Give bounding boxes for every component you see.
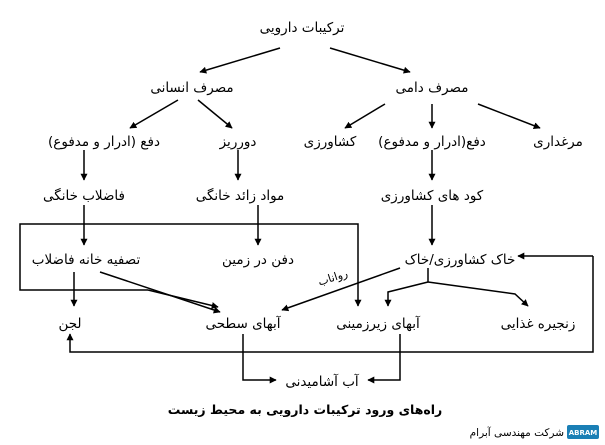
node-agri-soil: خاک کشاورزی/خاک <box>405 252 516 268</box>
edge-soil-runoff-to-surface <box>281 267 401 312</box>
node-human-excretion: دفع (ادرار و مدفوع) <box>48 134 160 150</box>
edge-soil-to-groundwater <box>384 281 429 307</box>
edge-label-runoff: رواناب <box>316 267 349 289</box>
edge-sewage-bracket <box>19 223 150 291</box>
node-animal-use: مصرف دامی <box>396 80 469 96</box>
abram-logo-icon: ABRAM <box>567 425 599 439</box>
node-land-burial: دفن در زمین <box>222 252 294 268</box>
node-household-waste: مواد زائد خانگی <box>196 187 285 204</box>
figure-caption: راه‌های ورود ترکیبات دارویی به محیط زیست <box>168 402 443 417</box>
edge-bracket-to-groundwater <box>150 223 362 307</box>
node-groundwater: آبهای زیرزمینی <box>336 315 421 332</box>
edge-human-to-excretion <box>129 99 179 129</box>
node-poultry: مرغداری <box>533 134 583 150</box>
node-agriculture: کشاورزی <box>304 134 357 150</box>
edge-loop-to-sludge <box>66 256 594 353</box>
diagram-nodes: ترکیبات دارویی مصرف انسانی مصرف دامی دفع… <box>32 20 583 390</box>
node-food-chain: زنجیره غذایی <box>501 316 576 332</box>
node-root: ترکیبات دارویی <box>260 20 345 36</box>
node-wastewater-plant: تصفیه خانه فاضلاب <box>32 252 141 268</box>
edge-animal-to-poultry <box>477 103 541 129</box>
edge-root-to-animal-use <box>329 47 411 74</box>
node-animal-excretion: دفع(ادرار و مدفوع) <box>378 134 486 150</box>
edge-animal-to-agriculture <box>344 103 386 129</box>
edge-root-to-human-use <box>199 47 281 74</box>
node-sludge: لجن <box>58 316 81 332</box>
edge-surface-to-drinking <box>242 334 277 384</box>
edge-human-to-discard <box>197 99 233 129</box>
node-household-sewage: فاضلاب خانگی <box>43 187 125 204</box>
edge-groundwater-to-drinking <box>367 334 401 384</box>
node-human-use: مصرف انسانی <box>150 80 233 96</box>
node-discard: دورریز <box>219 134 257 150</box>
logo-text: ABRAM <box>569 429 598 437</box>
edge-bracket-to-surface <box>147 289 219 309</box>
edge-plant-to-surface <box>99 271 221 314</box>
diagram-edges <box>19 47 594 384</box>
watermark: شرکت مهندسی آبرام ABRAM <box>470 425 599 439</box>
node-agri-manure: کود های کشاورزی <box>381 188 484 204</box>
node-surface-water: آبهای سطحی <box>205 315 281 332</box>
node-drinking-water: آب آشامیدنی <box>285 373 360 390</box>
edge-soil-to-food-chain <box>427 281 529 307</box>
watermark-text: شرکت مهندسی آبرام <box>470 426 564 439</box>
